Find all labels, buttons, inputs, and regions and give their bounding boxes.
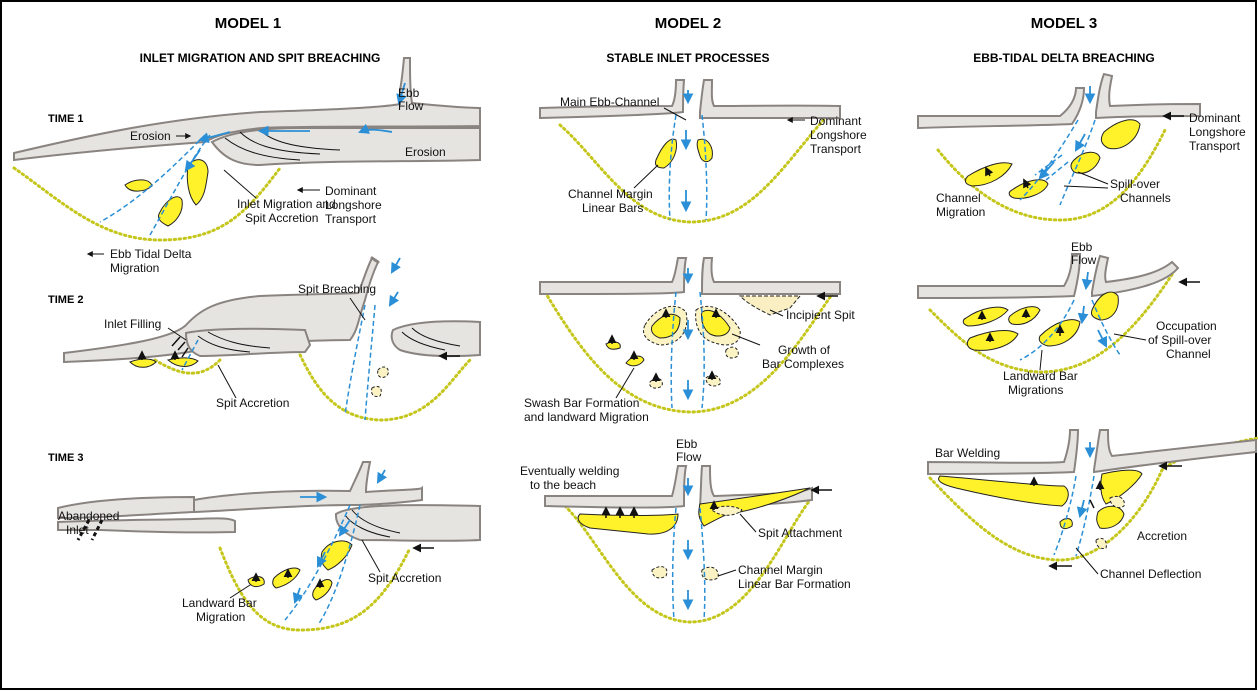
- m2t1-main-channel: Main Ebb-Channel: [560, 95, 659, 109]
- model-2-subtitle: STABLE INLET PROCESSES: [606, 51, 769, 65]
- m3t1-migration-1: Channel: [936, 191, 981, 205]
- m1t3-abandoned-1: Abandoned: [58, 509, 119, 523]
- m2t3-eventually-1: Eventually welding: [520, 464, 619, 478]
- time-2-label: TIME 2: [48, 294, 83, 306]
- m3t3-channel-deflection: Channel Deflection: [1100, 567, 1201, 581]
- m2t3-channel-margin-1: Channel Margin: [738, 563, 823, 577]
- m2t2-growth-1: Growth of: [778, 343, 831, 357]
- m3t2-occupation-3: Channel: [1166, 347, 1211, 361]
- m2t1-dominant-3: Transport: [810, 142, 862, 156]
- m1t1-inlet-migration-1: Inlet Migration and: [237, 197, 336, 211]
- m3t2-landward-2: Migrations: [1008, 383, 1063, 397]
- m3t1-spill-2: Channels: [1120, 191, 1171, 205]
- time-3-label: TIME 3: [48, 452, 83, 464]
- m3t2-landward-1: Landward Bar: [1003, 369, 1078, 383]
- m2t3-ebb-2: Flow: [676, 450, 702, 464]
- m1t1-dominant-3: Transport: [325, 212, 377, 226]
- m2t3-eventually-2: to the beach: [530, 478, 596, 492]
- m1t1-ebb-1: Ebb: [398, 86, 420, 100]
- m3t1-dominant-3: Transport: [1189, 139, 1241, 153]
- m2t3-channel-margin-2: Linear Bar Formation: [738, 577, 851, 591]
- m2t2-swash-2: and landward Migration: [524, 410, 649, 424]
- m1t1-erosion-left: Erosion: [130, 129, 171, 143]
- m2t2-incipient-spit: Incipient Spit: [786, 308, 855, 322]
- model-1-time-2-panel: Spit Breaching Inlet Filling Spit Accret…: [64, 258, 480, 420]
- m3t1-spill-1: Spill-over: [1110, 177, 1160, 191]
- model-1-subtitle: INLET MIGRATION AND SPIT BREACHING: [140, 51, 381, 65]
- m1t2-spit-breaching: Spit Breaching: [298, 282, 376, 296]
- m2t1-dominant-2: Longshore: [810, 128, 867, 142]
- m2t3-ebb-1: Ebb: [676, 437, 698, 451]
- m3t1-dominant-2: Longshore: [1189, 125, 1246, 139]
- m3t2-occupation-1: Occupation: [1156, 319, 1217, 333]
- m2t2-growth-2: Bar Complexes: [762, 357, 844, 371]
- model-1-title: MODEL 1: [215, 15, 281, 32]
- m1t1-inlet-migration-2: Spit Accretion: [245, 211, 318, 225]
- m1t1-dominant-1: Dominant: [325, 184, 377, 198]
- m2t1-channel-margin-2: Linear Bars: [582, 201, 643, 215]
- model-3-subtitle: EBB-TIDAL DELTA BREACHING: [973, 51, 1155, 65]
- m1t1-erosion-right: Erosion: [405, 145, 446, 159]
- model-3-title: MODEL 3: [1031, 15, 1097, 32]
- m3t1-migration-2: Migration: [936, 205, 985, 219]
- m2t3-spit-attachment: Spit Attachment: [758, 526, 843, 540]
- m3t1-dominant-1: Dominant: [1189, 111, 1241, 125]
- m3t2-ebb-2: Flow: [1071, 253, 1097, 267]
- m2t1-dominant-1: Dominant: [810, 114, 862, 128]
- time-1-label: TIME 1: [48, 113, 83, 125]
- m2t1-channel-margin-1: Channel Margin: [568, 187, 653, 201]
- m2t2-swash-1: Swash Bar Formation: [524, 396, 639, 410]
- m3t2-occupation-2: of Spill-over: [1148, 333, 1211, 347]
- m1t1-ebb-2: Flow: [398, 99, 424, 113]
- m1t2-inlet-filling: Inlet Filling: [104, 317, 161, 331]
- m3t3-bar-welding: Bar Welding: [935, 446, 1000, 460]
- m1t3-landward-2: Migration: [196, 610, 245, 624]
- m1t1-ebb-tidal-2: Migration: [110, 261, 159, 275]
- model-3-time-3-panel: Bar Welding Accretion Channel Deflection: [928, 430, 1258, 581]
- m3t2-ebb-1: Ebb: [1071, 240, 1093, 254]
- m1t2-spit-accretion: Spit Accretion: [216, 396, 289, 410]
- model-2-title: MODEL 2: [655, 15, 721, 32]
- m1t3-landward-1: Landward Bar: [182, 596, 257, 610]
- m3t3-accretion: Accretion: [1137, 529, 1187, 543]
- m1t1-ebb-tidal-1: Ebb Tidal Delta: [110, 247, 192, 261]
- m1t3-abandoned-2: Inlet: [66, 523, 89, 537]
- m1t3-spit-accretion: Spit Accretion: [368, 571, 441, 585]
